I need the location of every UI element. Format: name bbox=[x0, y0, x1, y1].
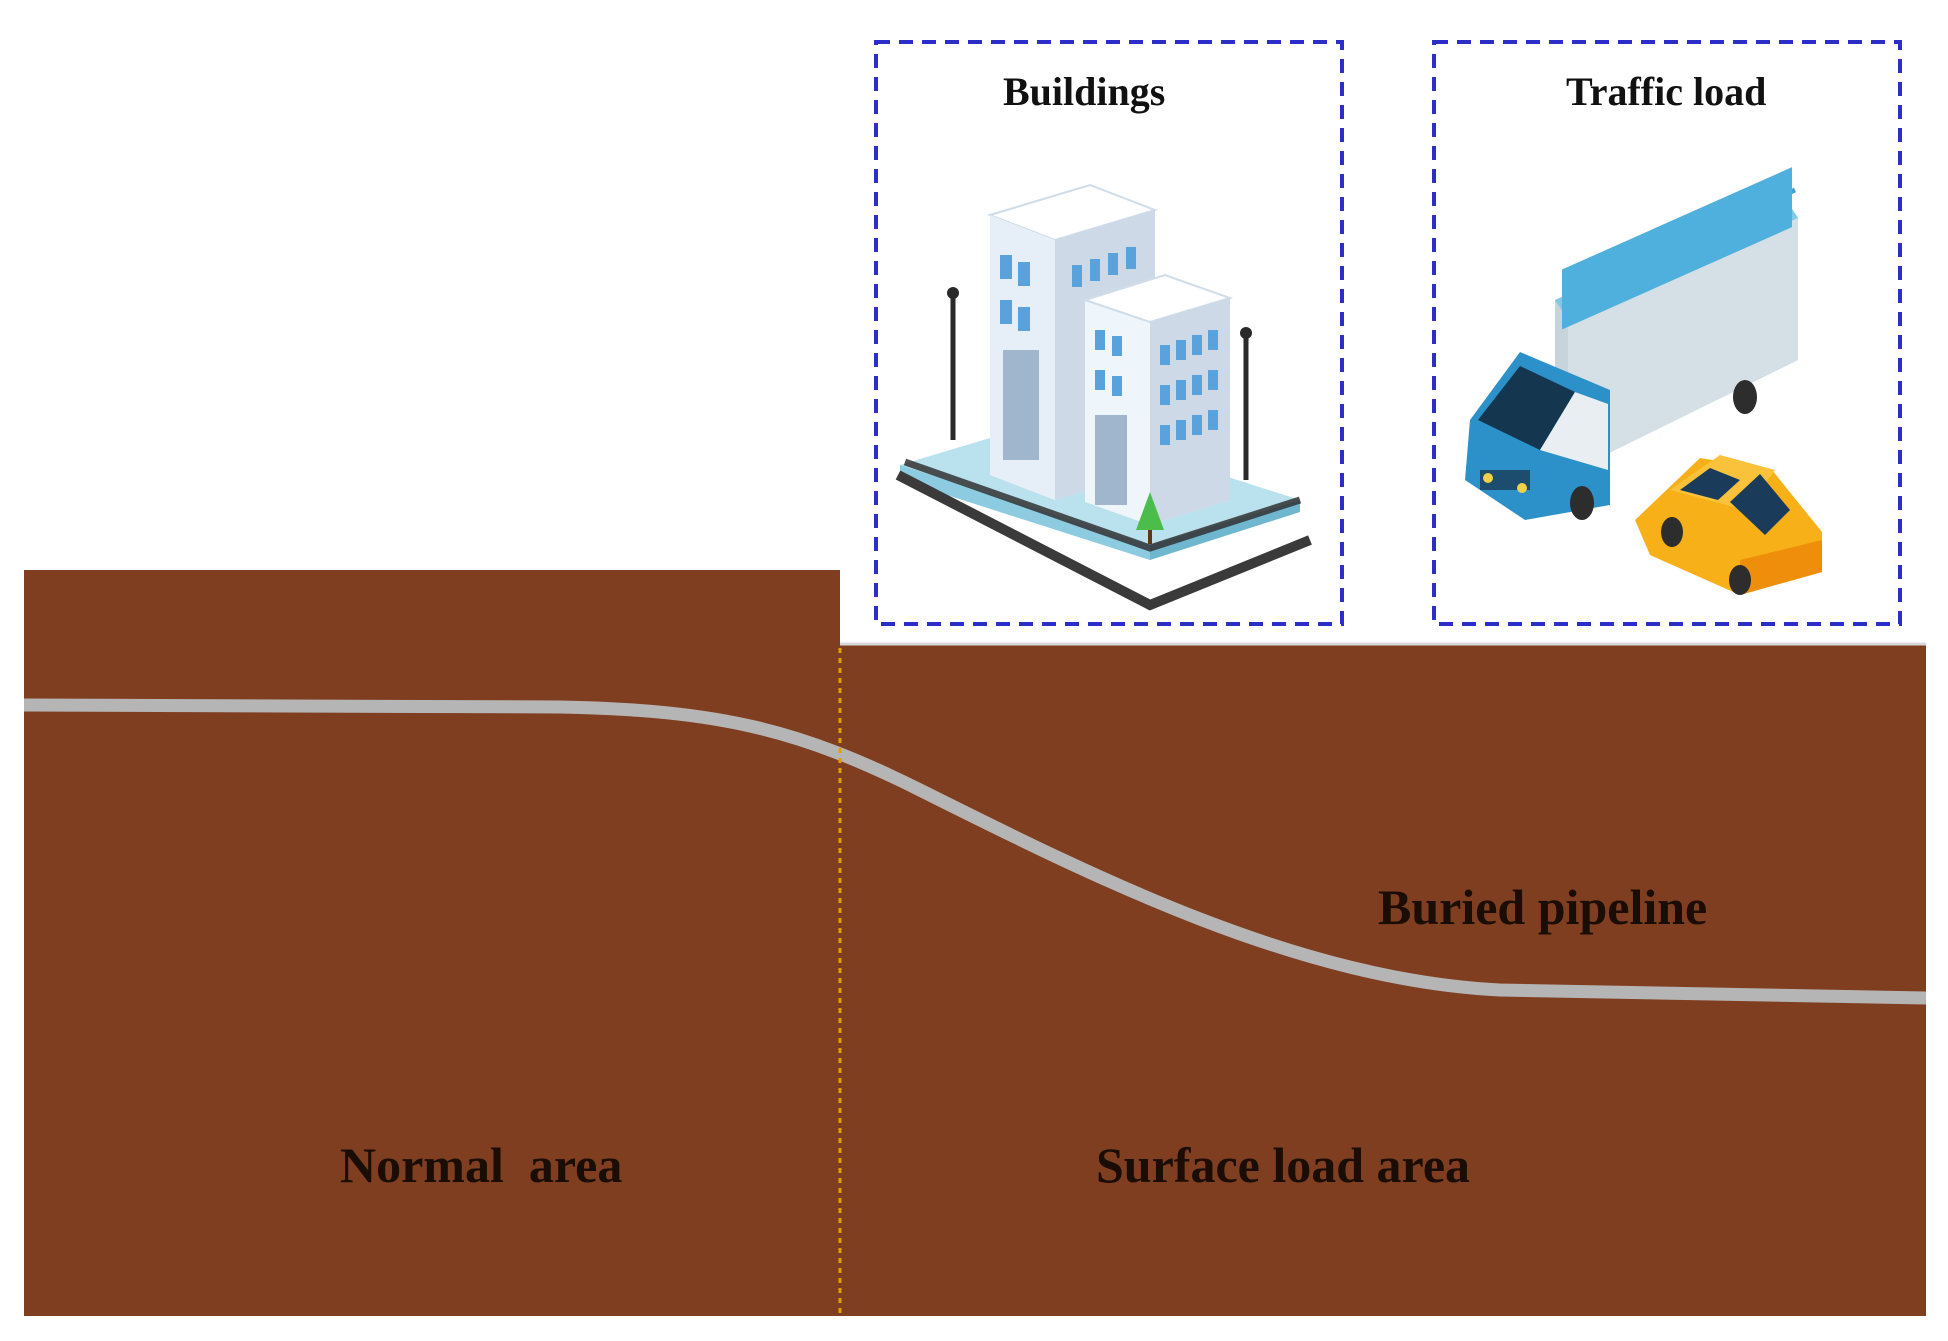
car-icon bbox=[1635, 455, 1822, 595]
building-icon bbox=[895, 183, 1312, 611]
traffic-load-label: Traffic load bbox=[1566, 69, 1767, 114]
tree-icon bbox=[1136, 492, 1164, 544]
buried-pipeline-label: Buried pipeline bbox=[1378, 879, 1708, 935]
buildings-label: Buildings bbox=[1003, 69, 1166, 114]
soil-normal-area bbox=[24, 570, 840, 1316]
truck-icon bbox=[1465, 167, 1798, 520]
street-lamp-icon bbox=[947, 287, 1252, 480]
surface-load-area-label: Surface load area bbox=[1096, 1137, 1471, 1193]
normal-area-label: Normal area bbox=[340, 1137, 623, 1193]
buried-pipeline bbox=[23, 698, 1927, 1005]
